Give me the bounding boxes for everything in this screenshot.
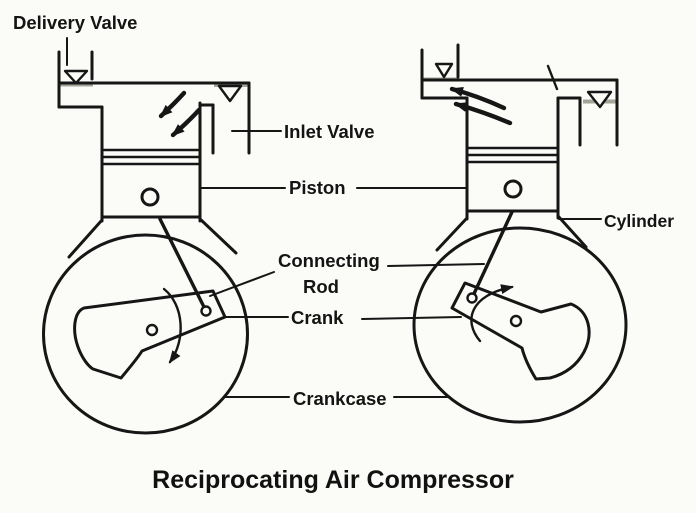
- left-piston: [100, 148, 202, 219]
- right-connecting-rod-line: [470, 210, 514, 300]
- diagram-title: Reciprocating Air Compressor: [152, 466, 514, 494]
- crank-label: Crank: [291, 307, 344, 328]
- left-skirt-left: [67, 218, 104, 259]
- right-inlet-valve-icon: [586, 90, 613, 109]
- left-wrist-pin: [140, 187, 160, 207]
- delivery-valve-label: Delivery Valve: [13, 12, 137, 33]
- right-wrist-pin: [503, 179, 523, 199]
- right-skirt-left: [435, 216, 469, 252]
- crank-leader-right: [361, 316, 462, 320]
- connecting-rod-leader-left: [209, 271, 275, 297]
- left-rotation-arrow: [162, 287, 182, 364]
- right-delivery-valve-icon: [434, 62, 454, 79]
- left-airflow-arrow-2: [170, 107, 202, 138]
- left-connecting-rod-line: [158, 217, 208, 313]
- right-head-tick-mark: [546, 64, 559, 91]
- right-crank-pin: [466, 292, 478, 304]
- right-airflow-arrow-1: [449, 86, 507, 111]
- right-crankcase-circle: [412, 226, 628, 424]
- labels: Delivery Valve Inlet Valve Piston Connec…: [13, 12, 674, 494]
- left-inlet-valve-icon: [217, 84, 243, 103]
- left-compressor: [42, 50, 251, 435]
- connecting-rod-label-line1: Connecting: [278, 250, 380, 271]
- right-crank-web: [450, 281, 591, 381]
- left-delivery-valve-icon: [63, 69, 89, 85]
- inlet-valve-label: Inlet Valve: [284, 121, 375, 142]
- crankcase-label: Crankcase: [293, 388, 387, 409]
- connecting-rod-label-line2: Rod: [303, 276, 339, 297]
- left-airflow-arrow-1: [158, 90, 187, 119]
- left-crank-web: [73, 289, 227, 380]
- right-rotation-arrow: [470, 284, 514, 343]
- connecting-rod-leader-right: [387, 263, 485, 267]
- right-crank-shaft: [509, 314, 523, 328]
- left-crankcase-circle: [42, 233, 249, 435]
- leader-lines: [66, 37, 602, 398]
- left-delivery-seat-smudge: [59, 83, 93, 87]
- right-piston: [465, 146, 560, 213]
- piston-label: Piston: [289, 177, 346, 198]
- right-skirt-right: [556, 214, 588, 249]
- left-crank-shaft: [145, 323, 159, 337]
- right-airflow-arrow-2: [453, 101, 513, 126]
- left-crank-pin: [200, 305, 212, 317]
- left-skirt-right: [198, 217, 238, 255]
- right-compressor: [412, 43, 628, 424]
- cylinder-label: Cylinder: [604, 211, 674, 231]
